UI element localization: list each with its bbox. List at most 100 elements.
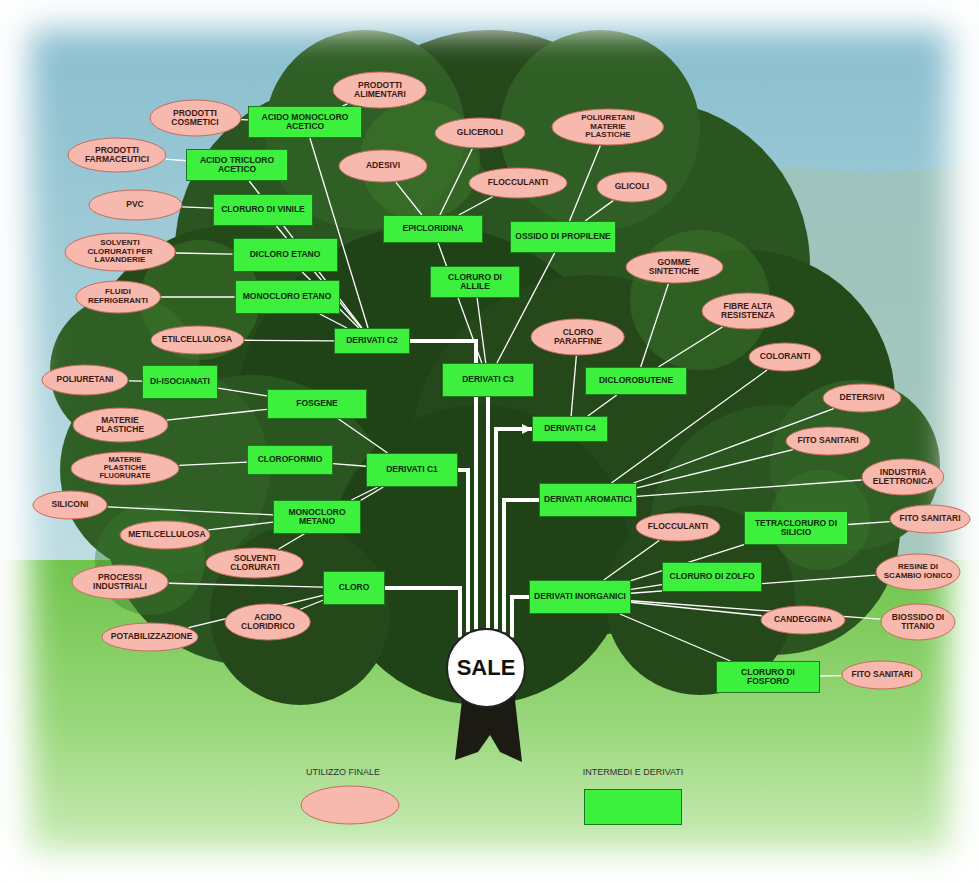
node-label: CLORURO DI ALLILE <box>435 273 515 292</box>
branch-line <box>396 182 422 215</box>
node-label: DERIVATI C3 <box>462 375 514 384</box>
ellipse-shape <box>333 72 426 108</box>
ellipse-shape <box>68 138 166 172</box>
use-ellipse: FIBRE ALTA RESISTENZA <box>701 292 795 330</box>
derivative-box: FOSGENE <box>267 389 367 419</box>
node-label: GLICOLI <box>615 182 649 191</box>
branch-line <box>161 296 234 297</box>
branch-line <box>570 146 601 221</box>
ellipse-shape <box>65 233 175 271</box>
use-ellipse: FITO SANITARI <box>785 426 871 456</box>
derivative-box: CLORURO DI ALLILE <box>430 266 520 298</box>
ellipse-shape <box>89 190 182 220</box>
branch-line <box>820 675 841 677</box>
derivative-box: DICLORO ETANO <box>233 238 338 272</box>
derivative-box: CLORURO DI ZOLFO <box>662 562 762 592</box>
branch-line <box>108 507 273 515</box>
ellipse-shape <box>552 109 664 145</box>
ellipse-shape <box>862 459 944 495</box>
derivative-box: CLOROFORMIO <box>247 445 333 475</box>
node-label: SOLVENTI CLORURATI <box>218 554 292 573</box>
ellipse-shape <box>890 505 970 533</box>
node-label: MONOCLORO ETANO <box>243 292 332 301</box>
node-label: SALE <box>457 656 516 680</box>
derivative-box: DERIVATI C2 <box>334 328 410 354</box>
main-branch <box>512 597 529 638</box>
node-label: PRODOTTI COSMETICI <box>158 109 232 128</box>
node-label: CLOROFORMIO <box>258 455 323 464</box>
derivative-box: MONOCLORO METANO <box>273 500 361 534</box>
derivative-box: DERIVATI C1 <box>366 453 458 487</box>
use-ellipse: PRODOTTI FARMACEUTICI <box>67 137 167 173</box>
derivative-box: DERIVATI C4 <box>532 416 608 442</box>
node-label: MATERIE PLASTICHE <box>82 416 158 435</box>
branch-line <box>182 207 213 208</box>
use-ellipse: FITO SANITARI <box>841 660 923 690</box>
derivative-box: CLORURO DI FOSFORO <box>716 661 820 693</box>
ellipse-shape <box>636 513 720 541</box>
derivative-box: ACIDO TRICLORO ACETICO <box>186 149 288 181</box>
derivative-box: ACIDO MONOCLORO ACETICO <box>248 106 362 138</box>
branch-line <box>637 450 793 488</box>
node-label: MATERIE PLASTICHE FLUORURATE <box>89 456 161 481</box>
branch-line <box>300 600 323 609</box>
use-ellipse: PROCESSI INDUSTRIALI <box>71 564 169 600</box>
source-circle: SALE <box>446 628 526 708</box>
ellipse-shape <box>876 554 960 590</box>
use-ellipse: RESINE DI SCAMBIO IONICO <box>875 553 961 591</box>
derivative-box: DERIVATI INORGANICI <box>529 580 631 614</box>
node-label: INDUSTRIA ELETTRONICA <box>870 468 936 487</box>
ellipse-shape <box>761 606 845 634</box>
ellipse-shape <box>73 408 168 442</box>
branch-line <box>440 149 472 215</box>
use-ellipse: POTABILIZZAZIONE <box>101 622 199 652</box>
branch-line <box>631 585 662 590</box>
ellipse-shape <box>76 281 161 313</box>
use-ellipse: INDUSTRIA ELETTRONICA <box>861 458 945 496</box>
use-ellipse: MATERIE PLASTICHE FLUORURATE <box>70 451 180 486</box>
use-ellipse: ACIDO CLORIDRICO <box>224 603 311 641</box>
use-ellipse: FLUIDI REFRIGERANTI <box>75 280 162 314</box>
branch-line <box>588 395 617 416</box>
branch-line <box>604 540 659 580</box>
node-label: RESINE DI SCAMBIO IONICO <box>884 563 953 581</box>
branch-line <box>641 284 669 367</box>
node-label: SOLVENTI CLORURATI PER LAVANDERIE <box>81 239 159 265</box>
node-label: BIOSSIDO DI TITANIO <box>888 613 947 632</box>
branch-line <box>438 243 482 363</box>
ellipse-shape <box>881 604 955 640</box>
ellipse-shape <box>626 251 723 283</box>
use-ellipse: SOLVENTI CLORURATI PER LAVANDERIE <box>64 232 176 272</box>
use-ellipse: SILICONI <box>32 490 108 520</box>
legend-swatch <box>301 786 399 824</box>
main-branch <box>486 397 490 628</box>
branch-line <box>620 614 730 661</box>
use-ellipse: GOMME SINTETICHE <box>625 250 724 284</box>
derivative-box: CLORO <box>323 571 385 605</box>
node-label: ACIDO CLORIDRICO <box>234 613 303 632</box>
use-ellipse: CLORO PARAFFINE <box>530 318 625 356</box>
ellipse-shape <box>225 604 310 640</box>
legend-swatch-holder <box>300 785 400 825</box>
node-label: TETRACLORURO DI SILICIO <box>749 519 843 538</box>
node-label: CLORURO DI ZOLFO <box>670 572 755 581</box>
branch-line <box>166 159 186 161</box>
ellipse-shape <box>339 150 427 182</box>
node-label: PRODOTTI ALIMENTARI <box>342 81 418 100</box>
branch-line <box>333 464 366 467</box>
ellipse-shape <box>469 168 567 198</box>
use-ellipse: DETERSIVI <box>822 383 902 413</box>
node-label: POLIURETANI <box>57 375 114 384</box>
node-label: FIBRE ALTA RESISTENZA <box>710 302 785 321</box>
use-ellipse: ADESIVI <box>338 149 428 183</box>
node-label: PROCESSI INDUSTRIALI <box>82 573 159 592</box>
ellipse-shape <box>151 326 244 354</box>
main-branch <box>458 470 468 632</box>
node-label: FLOCCULANTI <box>488 178 548 187</box>
branch-line <box>208 522 273 530</box>
node-label: DERIVATI C2 <box>346 336 398 345</box>
node-label: DERIVATI C4 <box>544 424 596 433</box>
use-ellipse: CANDEGGINA <box>760 605 846 635</box>
derivative-box: DI-ISOCIANATI <box>142 365 218 399</box>
